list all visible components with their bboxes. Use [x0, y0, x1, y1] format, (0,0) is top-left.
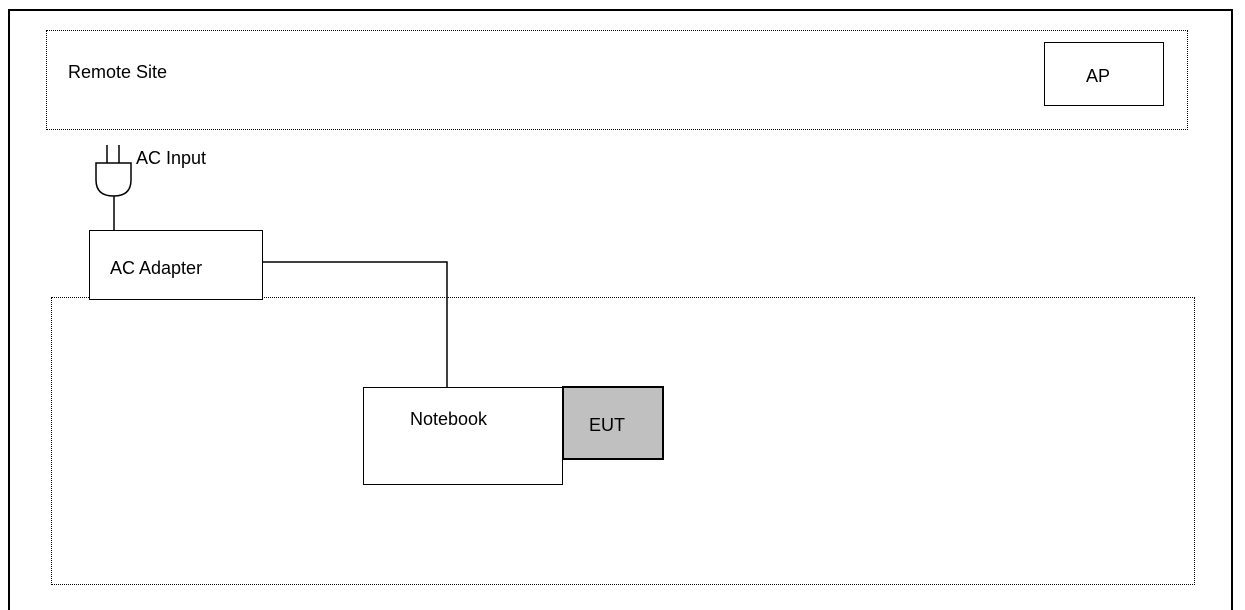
eut-box [562, 386, 664, 460]
notebook-label: Notebook [410, 409, 488, 429]
ap-box [1044, 42, 1164, 106]
ac-input-label: AC Input [136, 148, 207, 168]
outer-frame [8, 9, 1233, 610]
test-site-area [51, 297, 1195, 585]
eut-label: EUT [589, 415, 625, 435]
ac-adapter-label: AC Adapter [110, 258, 203, 278]
ap-label: AP [1086, 66, 1111, 86]
remote-site-area [46, 30, 1188, 130]
notebook-box [363, 387, 563, 485]
ac-adapter-box [89, 230, 263, 300]
remote-site-label: Remote Site [68, 62, 168, 82]
